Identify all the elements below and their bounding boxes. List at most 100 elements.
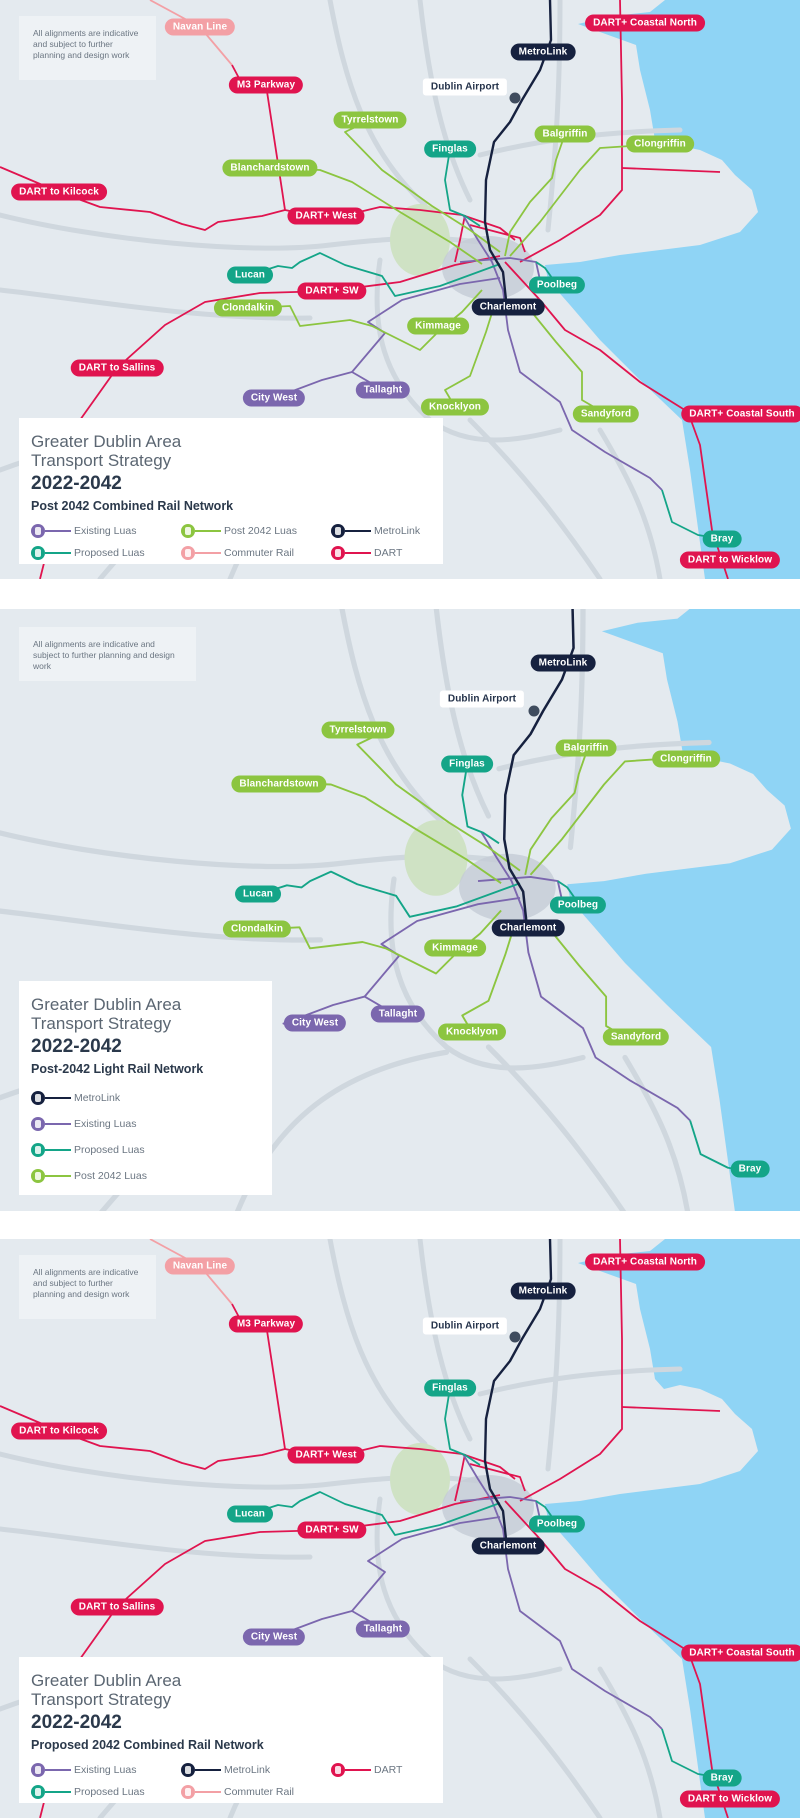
station-label: Dublin Airport <box>439 690 525 708</box>
station-label: Tyrrelstown <box>321 721 395 739</box>
station-label: Clongriffin <box>652 750 720 768</box>
legend-item-metro: MetroLink <box>331 523 441 539</box>
station-label: DART to Wicklow <box>679 1790 781 1808</box>
station-label: Clondalkin <box>213 299 283 317</box>
legend-label: DART <box>374 1764 403 1776</box>
proposed-line <box>461 762 500 845</box>
road <box>467 417 603 579</box>
legend-label: Proposed Luas <box>74 1144 145 1156</box>
airport-icon <box>509 1331 521 1343</box>
legend-years: 2022-2042 <box>31 473 122 494</box>
road <box>417 1239 473 1442</box>
station-label: Blanchardstown <box>222 159 318 177</box>
line-swatch <box>195 552 221 554</box>
legend-item-commuter: Commuter Rail <box>181 545 331 561</box>
legend-item-post: Post 2042 Luas <box>31 1168 260 1184</box>
road <box>467 1656 603 1818</box>
proposed-line <box>249 252 501 297</box>
legend-label: Existing Luas <box>74 1764 137 1776</box>
existing-line <box>477 875 563 901</box>
line-swatch <box>195 1769 221 1771</box>
proposed-line <box>249 1491 501 1536</box>
station-label: DART+ Coastal South <box>681 1644 800 1662</box>
tram-icon <box>181 524 195 538</box>
road <box>0 908 324 943</box>
dart-line <box>0 1405 516 1480</box>
legend-years: 2022-2042 <box>31 1712 122 1733</box>
station-label: Finglas <box>441 755 493 773</box>
legend-label: MetroLink <box>74 1092 121 1104</box>
line-swatch <box>195 1791 221 1793</box>
station-label: DART+ Coastal North <box>585 1253 705 1271</box>
tram-icon <box>31 524 45 538</box>
line-swatch <box>345 530 371 532</box>
airport-icon <box>509 92 521 104</box>
legend-item-proposed: Proposed Luas <box>31 1142 260 1158</box>
dart-line <box>454 214 466 263</box>
existing-line <box>459 1496 541 1520</box>
road <box>327 1239 428 1447</box>
road <box>622 1054 691 1211</box>
map-post-2042-light-rail: All alignments are indicative and subjec… <box>0 609 800 1211</box>
post-line <box>524 746 590 875</box>
station-label: Tyrrelstown <box>333 111 407 129</box>
proposed-line <box>257 870 521 918</box>
tram-icon <box>31 1763 45 1777</box>
station-label: Lucan <box>235 885 281 903</box>
legend-label: Commuter Rail <box>224 547 295 559</box>
station-label: Lucan <box>227 1505 273 1523</box>
tram-icon <box>181 1785 195 1799</box>
legend-item-metro: MetroLink <box>181 1762 331 1778</box>
station-label: Sandyford <box>572 405 640 423</box>
road <box>567 609 586 851</box>
station-label: Bray <box>730 1160 770 1178</box>
existing-line <box>480 831 691 1122</box>
dart-line <box>519 1239 623 1502</box>
station-label: Dublin Airport <box>422 1317 508 1335</box>
legend-label: Proposed Luas <box>74 547 145 559</box>
tram-icon <box>31 546 45 560</box>
station-label: MetroLink <box>530 654 596 672</box>
disclaimer-note: All alignments are indicative and subjec… <box>19 16 156 80</box>
line-swatch <box>45 1175 71 1177</box>
station-label: Knocklyon <box>420 398 490 416</box>
disclaimer-note: All alignments are indicative and subjec… <box>19 627 196 681</box>
map-proposed-2042-combined-rail: All alignments are indicative and subjec… <box>0 1239 800 1818</box>
legend-title: Transport Strategy <box>31 451 172 470</box>
road <box>485 1044 627 1211</box>
station-label: Clondalkin <box>222 920 292 938</box>
dart-line <box>504 1500 729 1818</box>
existing-line <box>459 257 541 281</box>
phoenix-park-area <box>390 204 450 276</box>
road <box>327 0 428 208</box>
station-label: City West <box>283 1014 347 1032</box>
legend-years: 2022-2042 <box>31 1036 122 1057</box>
dart-line <box>504 261 729 579</box>
phoenix-park-area <box>404 820 468 896</box>
line-swatch <box>45 1097 71 1099</box>
station-label: Poolbeg <box>528 276 586 294</box>
existing-line <box>462 214 663 491</box>
line-swatch <box>45 1123 71 1125</box>
tram-icon <box>181 1763 195 1777</box>
legend-item-dart: DART <box>331 545 441 561</box>
station-label: DART+ Coastal South <box>681 405 800 423</box>
dart-line <box>0 166 516 241</box>
station-label: Charlemont <box>471 1537 545 1555</box>
airport-icon <box>528 705 540 717</box>
legend-label: Proposed Luas <box>74 1786 145 1798</box>
post-line <box>461 920 517 1034</box>
legend-label: MetroLink <box>374 525 421 537</box>
station-label: Poolbeg <box>549 896 607 914</box>
post-line <box>525 304 607 415</box>
tram-icon <box>31 1143 45 1157</box>
station-label: M3 Parkway <box>228 1315 304 1333</box>
line-swatch <box>45 530 71 532</box>
station-label: Finglas <box>424 140 476 158</box>
map-post-2042-combined-rail: All alignments are indicative and subjec… <box>0 0 800 579</box>
post-line <box>444 299 497 408</box>
station-label: Tallaght <box>355 1620 411 1638</box>
station-label: Poolbeg <box>528 1515 586 1533</box>
